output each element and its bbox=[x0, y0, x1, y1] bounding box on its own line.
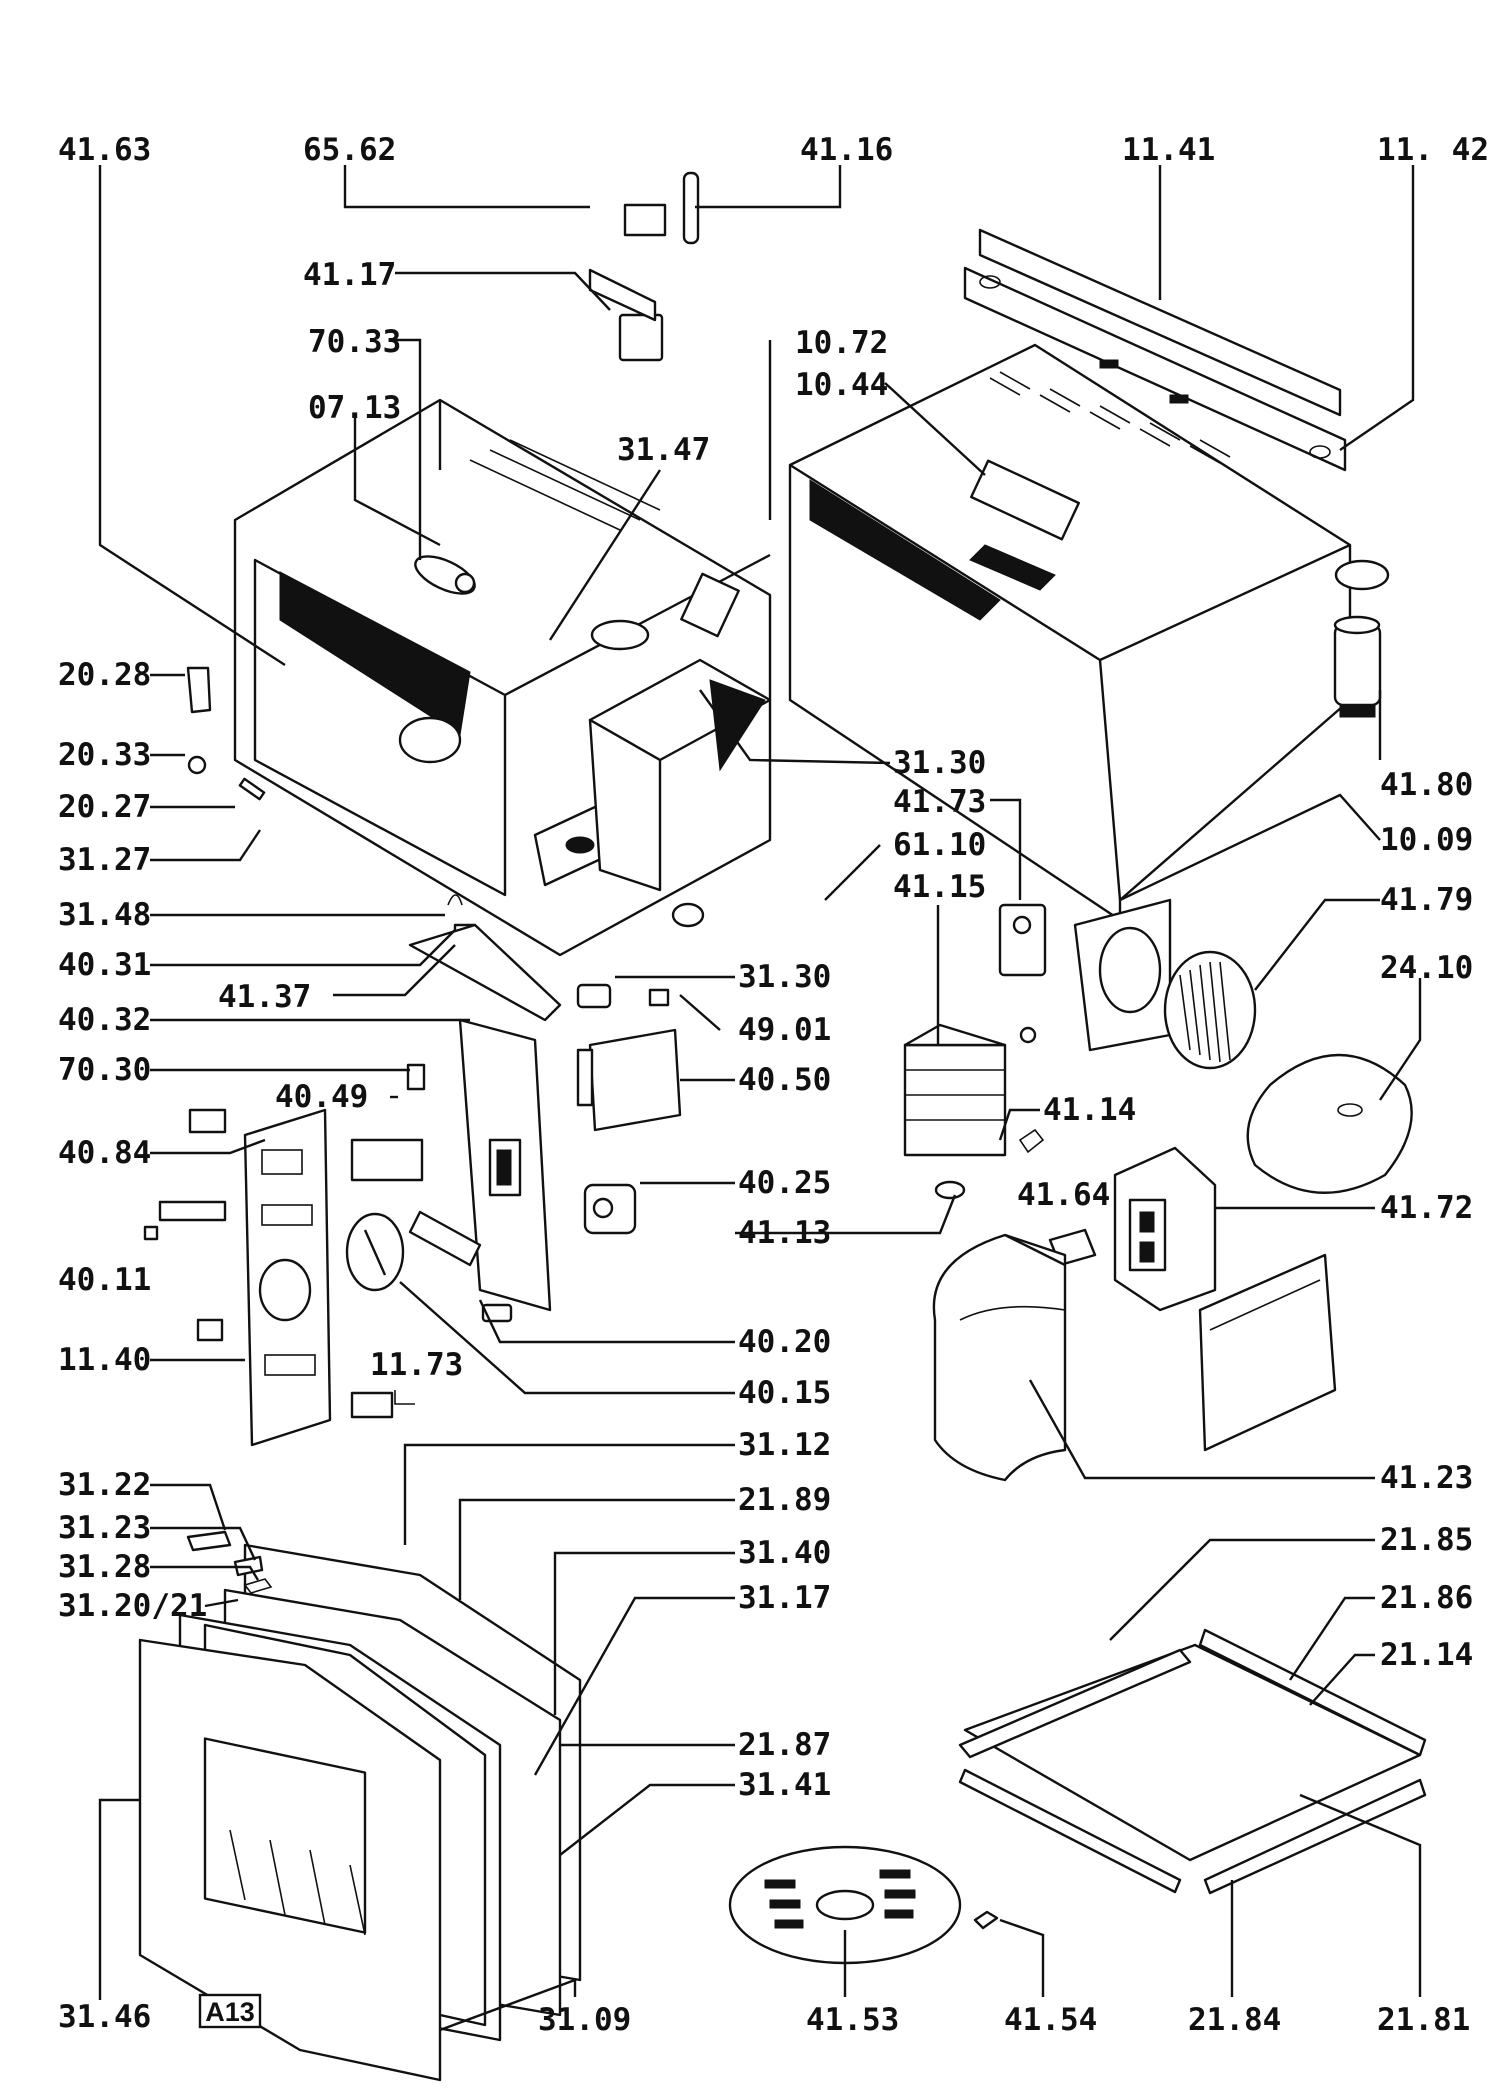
callout-41-79: 41.79 bbox=[1380, 882, 1473, 918]
callout-10-72: 10.72 bbox=[795, 325, 888, 361]
callout-41-63: 41.63 bbox=[58, 132, 151, 168]
outer-housing bbox=[788, 343, 1390, 922]
callout-41-72: 41.72 bbox=[1380, 1190, 1473, 1226]
callout-40-25: 40.25 bbox=[738, 1165, 831, 1201]
figure-label-box: A13 bbox=[198, 1993, 262, 2029]
thermal-protector bbox=[998, 903, 1047, 1044]
transformer bbox=[1113, 1146, 1217, 1312]
callout-31-27: 31.27 bbox=[58, 842, 151, 878]
callout-21-14: 21.14 bbox=[1380, 1637, 1473, 1673]
glass-tray-assembly bbox=[958, 1628, 1427, 1895]
callout-31-12: 31.12 bbox=[738, 1427, 831, 1463]
callout-31-46: 31.46 bbox=[58, 1999, 151, 2035]
callout-40-15: 40.15 bbox=[738, 1375, 831, 1411]
callout-40-50: 40.50 bbox=[738, 1062, 831, 1098]
callout-11-41: 11.41 bbox=[1122, 132, 1215, 168]
callout-70-33: 70.33 bbox=[308, 324, 401, 360]
fan-housing bbox=[1246, 1053, 1413, 1194]
callout-21-85: 21.85 bbox=[1380, 1522, 1473, 1558]
callout-41-73: 41.73 bbox=[893, 784, 986, 820]
callout-41-54: 41.54 bbox=[1004, 2002, 1097, 2038]
callout-31-41: 31.41 bbox=[738, 1767, 831, 1803]
turntable-plate bbox=[728, 1845, 999, 1965]
callout-41-17: 41.17 bbox=[303, 257, 396, 293]
callout-61-10: 61.10 bbox=[893, 827, 986, 863]
door-assembly bbox=[138, 1543, 582, 2082]
air-guide-duct bbox=[932, 1233, 1067, 1482]
callout-31-20-21: 31.20/21 bbox=[58, 1588, 207, 1624]
callout-31-30b: 31.30 bbox=[738, 959, 831, 995]
callout-40-31: 40.31 bbox=[58, 947, 151, 983]
callout-20-28: 20.28 bbox=[58, 657, 151, 693]
callout-20-33: 20.33 bbox=[58, 737, 151, 773]
callout-11-40: 11.40 bbox=[58, 1342, 151, 1378]
control-knob bbox=[345, 1212, 405, 1292]
oven-lamp bbox=[414, 555, 476, 595]
callout-21-89: 21.89 bbox=[738, 1482, 831, 1518]
capacitor bbox=[1333, 615, 1382, 718]
shield-plate bbox=[1198, 1253, 1337, 1452]
callout-24-10: 24.10 bbox=[1380, 950, 1473, 986]
callout-21-87: 21.87 bbox=[738, 1727, 831, 1763]
callout-41-64: 41.64 bbox=[1017, 1177, 1110, 1213]
callout-41-37: 41.37 bbox=[218, 979, 311, 1015]
callout-21-84: 21.84 bbox=[1188, 2002, 1281, 2038]
figure-label: A13 bbox=[205, 1997, 255, 2027]
relay-and-brackets bbox=[588, 171, 700, 362]
callout-31-48: 31.48 bbox=[58, 897, 151, 933]
leader-lines bbox=[98, 165, 1422, 2032]
callout-49-01: 49.01 bbox=[738, 1012, 831, 1048]
callout-40-84: 40.84 bbox=[58, 1135, 151, 1171]
callout-40-11: 40.11 bbox=[58, 1262, 151, 1298]
callout-41-23: 41.23 bbox=[1380, 1460, 1473, 1496]
callout-10-09: 10.09 bbox=[1380, 822, 1473, 858]
callout-41-80: 41.80 bbox=[1380, 767, 1473, 803]
callout-65-62: 65.62 bbox=[303, 132, 396, 168]
callout-21-86: 21.86 bbox=[1380, 1580, 1473, 1616]
switch-module bbox=[481, 983, 682, 1323]
callout-31-23: 31.23 bbox=[58, 1510, 151, 1546]
callout-31-22: 31.22 bbox=[58, 1467, 151, 1503]
callout-20-27: 20.27 bbox=[58, 789, 151, 825]
callout-41-53: 41.53 bbox=[806, 2002, 899, 2038]
callout-41-13: 41.13 bbox=[738, 1215, 831, 1251]
callout-labels: 41.63 65.62 41.16 11.41 11. 42 41.17 70.… bbox=[58, 132, 1489, 2038]
callout-10-44: 10.44 bbox=[795, 367, 888, 403]
magnetron bbox=[903, 1023, 1007, 1200]
callout-41-15: 41.15 bbox=[893, 869, 986, 905]
callout-70-30: 70.30 bbox=[58, 1052, 151, 1088]
callout-31-30a: 31.30 bbox=[893, 745, 986, 781]
callout-31-28: 31.28 bbox=[58, 1549, 151, 1585]
callout-41-16: 41.16 bbox=[800, 132, 893, 168]
callout-31-09: 31.09 bbox=[538, 2002, 631, 2038]
callout-40-32: 40.32 bbox=[58, 1002, 151, 1038]
callout-31-47: 31.47 bbox=[617, 432, 710, 468]
callout-40-49: 40.49 bbox=[275, 1079, 368, 1115]
control-pcb-assembly bbox=[406, 923, 562, 1312]
callout-21-81: 21.81 bbox=[1377, 2002, 1470, 2038]
callout-40-20: 40.20 bbox=[738, 1324, 831, 1360]
callout-07-13: 07.13 bbox=[308, 390, 401, 426]
front-control-panel bbox=[143, 1108, 424, 1447]
oven-cavity-chassis bbox=[233, 398, 772, 957]
callout-31-17: 31.17 bbox=[738, 1580, 831, 1616]
callout-11-42: 11. 42 bbox=[1377, 132, 1489, 168]
callout-41-14: 41.14 bbox=[1043, 1092, 1136, 1128]
callout-31-40: 31.40 bbox=[738, 1535, 831, 1571]
fan-assembly bbox=[1073, 898, 1257, 1070]
callout-11-73: 11.73 bbox=[370, 1347, 463, 1383]
top-cover-panel bbox=[963, 228, 1347, 472]
